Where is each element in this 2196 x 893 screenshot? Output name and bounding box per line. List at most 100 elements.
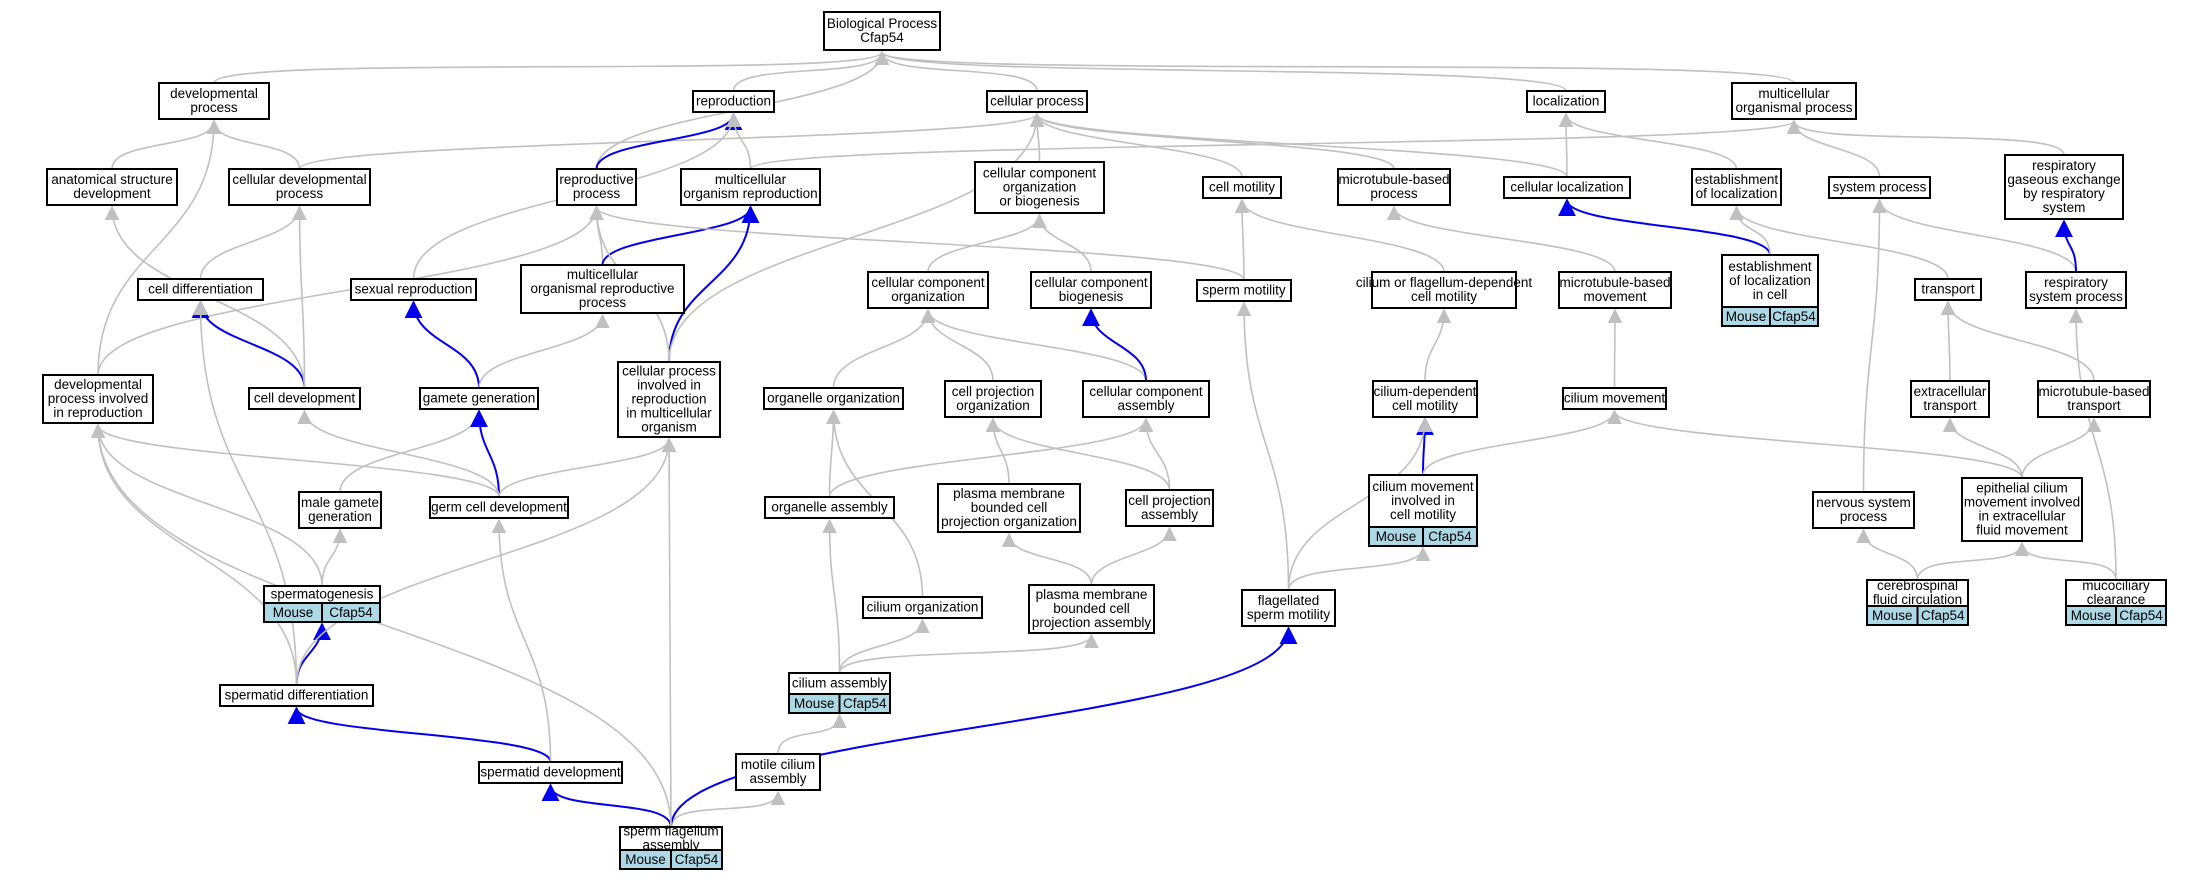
node-label-line: cerebrospinal bbox=[1877, 578, 1958, 593]
node-germcelldev[interactable]: germ cell development bbox=[429, 496, 569, 519]
edge-germcelldev-to-devprocrepro bbox=[90, 423, 500, 498]
annotation-gene: Cfap54 bbox=[675, 852, 719, 867]
edge-mtbtransport-to-transport bbox=[1940, 300, 2095, 382]
annotation-gene: Cfap54 bbox=[843, 696, 887, 711]
node-spermatiddiff[interactable]: spermatid differentiation bbox=[219, 684, 374, 707]
edge-ciliumassembly-to-pmbcellprojassembly bbox=[838, 633, 1099, 674]
node-sexrepro[interactable]: sexual reproduction bbox=[350, 278, 477, 301]
node-label-line: organization bbox=[956, 398, 1030, 413]
edge-flagspermmot-to-ciliummovecellmot bbox=[1287, 546, 1431, 591]
node-box bbox=[1125, 489, 1214, 527]
node-ciliumorg[interactable]: cilium organization bbox=[862, 596, 983, 619]
edge-mcorgproc-to-root bbox=[875, 50, 1795, 84]
edge-organelleassembly-to-ccassembly bbox=[828, 417, 1154, 498]
annotation-gene-cell bbox=[1422, 526, 1478, 547]
node-box bbox=[248, 387, 361, 410]
node-celldev[interactable]: cell development bbox=[248, 387, 361, 410]
node-spermmot[interactable]: sperm motility bbox=[1196, 279, 1292, 302]
node-label-line: process bbox=[190, 100, 238, 115]
node-label-line: projection organization bbox=[941, 514, 1077, 529]
node-box bbox=[764, 496, 895, 519]
node-label-line: assembly bbox=[749, 771, 806, 786]
node-transport[interactable]: transport bbox=[1914, 278, 1982, 301]
node-ciliummove[interactable]: cilium movement bbox=[1562, 387, 1667, 410]
node-box bbox=[823, 11, 941, 51]
node-label-line: process bbox=[276, 186, 324, 201]
node-celldiff[interactable]: cell differentiation bbox=[137, 278, 264, 301]
node-box bbox=[680, 168, 821, 206]
node-cellproc[interactable]: cellular process bbox=[986, 90, 1088, 113]
edge-cellprocrepro-to-cellproc bbox=[668, 112, 1045, 363]
annotation-species: Mouse bbox=[625, 852, 666, 867]
node-box bbox=[1372, 380, 1478, 418]
node-cellmot[interactable]: cell motility bbox=[1202, 176, 1282, 199]
edge-spermflag-to-motilecilium bbox=[670, 790, 786, 828]
node-box bbox=[735, 753, 821, 791]
node-gametegen[interactable]: gamete generation bbox=[419, 387, 539, 410]
edge-nervsys-to-sysproc bbox=[1862, 198, 1887, 493]
edge-germcelldev-to-cellprocrepro bbox=[498, 437, 677, 498]
node-cellloc[interactable]: cellular localization bbox=[1503, 176, 1631, 199]
node-localization[interactable]: localization bbox=[1526, 90, 1606, 113]
node-label-line: developmental bbox=[170, 86, 258, 101]
node-sysproc[interactable]: system process bbox=[1828, 176, 1931, 199]
node-label-line: system process bbox=[1833, 180, 1927, 195]
edge-ccassembly-to-ccbio bbox=[1082, 308, 1147, 382]
node-label-line: male gamete bbox=[301, 495, 379, 510]
node-box bbox=[986, 90, 1088, 113]
node-box bbox=[429, 496, 569, 519]
node-box bbox=[1731, 82, 1857, 120]
edge-mcorgreproproc-to-mcorgrepro bbox=[601, 205, 760, 266]
node-reproduction[interactable]: reproduction bbox=[692, 90, 775, 113]
node-label-line: reproductive bbox=[559, 172, 633, 187]
node-label-line: spermatogenesis bbox=[271, 587, 374, 602]
edge-spermflag-to-devprocrepro bbox=[90, 423, 672, 828]
node-label-line: cell projection bbox=[952, 384, 1035, 399]
annotation-species: Mouse bbox=[1726, 309, 1767, 324]
node-box bbox=[1562, 387, 1667, 410]
node-spermatiddev[interactable]: spermatid development bbox=[478, 761, 623, 784]
node-organelleorg[interactable]: organelle organization bbox=[763, 387, 904, 410]
node-organelleassembly[interactable]: organelle assembly bbox=[764, 496, 895, 519]
node-label-line: system bbox=[2043, 200, 2086, 215]
